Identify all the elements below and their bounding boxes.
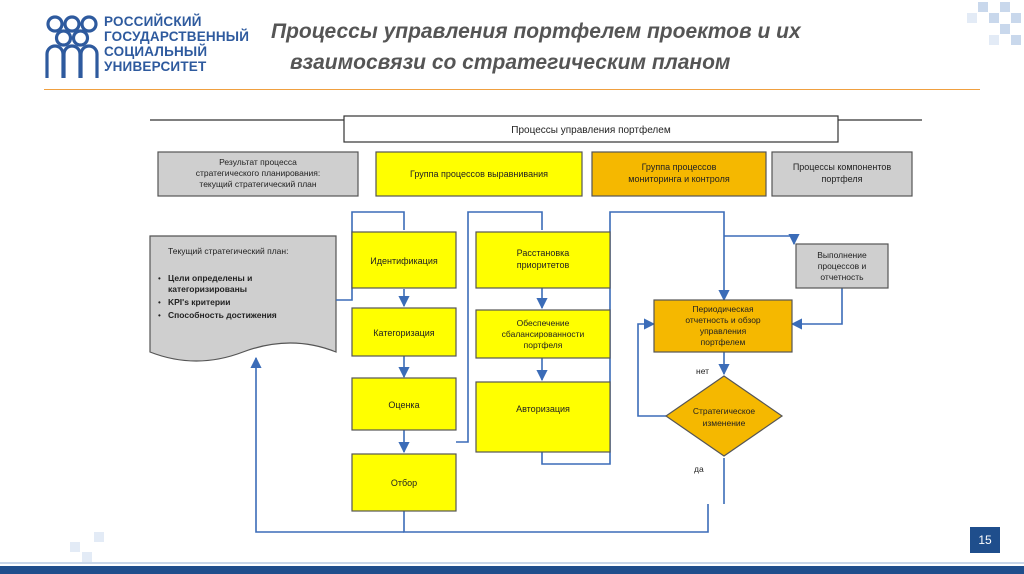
step-selection-label: Отбор (391, 478, 417, 488)
step-reporting-label: управления (700, 326, 747, 336)
col1-header-text: стратегического планирования: (196, 168, 320, 178)
doc-title: Текущий стратегический план: (168, 246, 288, 256)
doc-bullet: Способность достижения (168, 310, 277, 320)
step-balancing-label: портфеля (524, 340, 563, 350)
connector-line (250, 356, 404, 533)
decision-strategic-change (664, 375, 784, 457)
doc-bullet-marker: • (158, 298, 161, 307)
label-yes: да (694, 464, 704, 474)
step-authorization (475, 381, 611, 453)
doc-bullet: KPI's критерии (168, 297, 230, 307)
col2-header-box (375, 151, 583, 197)
connector-line (790, 288, 843, 330)
footer-line (0, 562, 1024, 564)
step-identification (351, 231, 457, 289)
step-prioritization-label: Расстановка (517, 248, 570, 258)
header-box (343, 115, 839, 143)
university-name-line: ГОСУДАРСТВЕННЫЙ (104, 29, 250, 44)
connector-line (724, 233, 800, 246)
header-text: Процессы управления портфелем (511, 124, 671, 136)
step-balancing-label: Обеспечение (517, 318, 570, 328)
decorative-squares-bottom-icon (70, 532, 104, 562)
col1-header-text: Результат процесса (219, 157, 297, 167)
decision-label: изменение (703, 418, 746, 428)
portfolio-process-diagram: Процессы управления портфелем Результат … (149, 115, 922, 533)
step-authorization-label: Авторизация (516, 404, 570, 414)
step-identification-label: Идентификация (370, 256, 438, 266)
step-prioritization-label: приоритетов (517, 260, 570, 270)
doc-bullet: категоризированы (168, 284, 247, 294)
step-execution-label: процессов и (818, 261, 867, 271)
step-categorization (351, 307, 457, 357)
doc-bullet-marker: • (158, 274, 161, 283)
step-reporting (653, 299, 793, 353)
step-reporting-label: портфелем (701, 337, 746, 347)
col2-header-text: Группа процессов выравнивания (410, 169, 548, 179)
university-name-line: УНИВЕРСИТЕТ (104, 59, 207, 74)
step-balancing (475, 309, 611, 359)
step-execution (795, 243, 889, 289)
col3-header-text: мониторинга и контроля (628, 174, 730, 184)
step-execution-label: Выполнение (817, 250, 867, 260)
university-logo-icon (45, 15, 99, 78)
step-execution-label: отчетность (820, 272, 864, 282)
title-divider (44, 89, 980, 90)
step-reporting-label: отчетность и обзор (685, 315, 761, 325)
doc-bullet: Цели определены и (168, 273, 252, 283)
page-number-badge: 15 (970, 527, 1000, 553)
label-no: нет (696, 366, 709, 376)
col4-header-text: портфеля (821, 174, 862, 184)
footer-bar (0, 566, 1024, 574)
connector-line (456, 211, 543, 443)
step-prioritization (475, 231, 611, 289)
connector-line (403, 504, 709, 533)
col4-header-text: Процессы компонентов (793, 162, 892, 172)
decorative-squares-icon (967, 2, 1021, 45)
step-evaluation (351, 377, 457, 431)
university-name: РОССИЙСКИЙ ГОСУДАРСТВЕННЫЙ СОЦИАЛЬНЫЙ УН… (104, 14, 249, 74)
step-selection (351, 453, 457, 512)
connector-line (336, 211, 405, 301)
col3-header-text: Группа процессов (642, 162, 717, 172)
strategic-plan-document (149, 235, 337, 362)
step-balancing-label: сбалансированности (502, 329, 585, 339)
step-evaluation-label: Оценка (388, 400, 419, 410)
decision-label: Стратегическое (693, 406, 756, 416)
col1-header-box (157, 151, 359, 197)
slide-title-line-1: Процессы управления портфелем проектов и… (271, 20, 801, 43)
university-name-line: РОССИЙСКИЙ (104, 14, 202, 29)
doc-bullet-marker: • (158, 311, 161, 320)
step-categorization-label: Категоризация (373, 328, 435, 338)
page-number: 15 (978, 533, 992, 547)
connector-line (637, 318, 666, 417)
col1-header-text: текущий стратегический план (199, 179, 316, 189)
col3-header-box (591, 151, 767, 197)
university-name-line: СОЦИАЛЬНЫЙ (104, 44, 208, 59)
col4-header-box (771, 151, 913, 197)
step-reporting-label: Периодическая (692, 304, 754, 314)
slide-title-line-2: взаимосвязи со стратегическим планом (290, 51, 731, 74)
